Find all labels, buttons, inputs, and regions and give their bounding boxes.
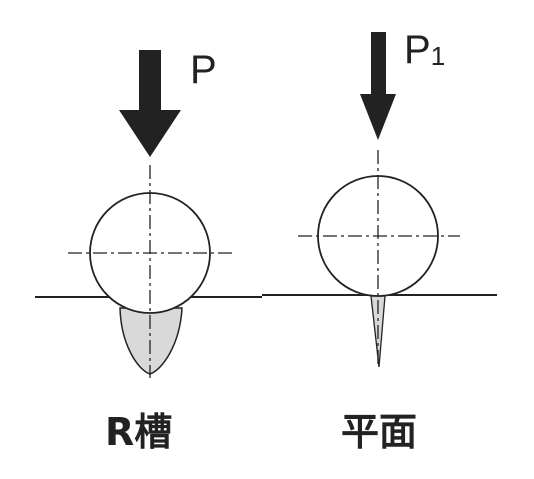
right-figure	[262, 32, 497, 368]
right-force-arrow	[360, 32, 396, 140]
force-label-left: P	[190, 48, 217, 92]
left-force-arrow	[119, 50, 181, 157]
left-figure	[35, 50, 262, 378]
caption-r-groove: R槽	[105, 410, 173, 454]
force-label-right-main: P	[404, 28, 431, 72]
left-deformation-zone	[119, 307, 183, 375]
caption-flat-surface: 平面	[341, 410, 418, 454]
force-label-right: P1	[404, 30, 445, 74]
force-label-right-subscript: 1	[430, 41, 446, 71]
